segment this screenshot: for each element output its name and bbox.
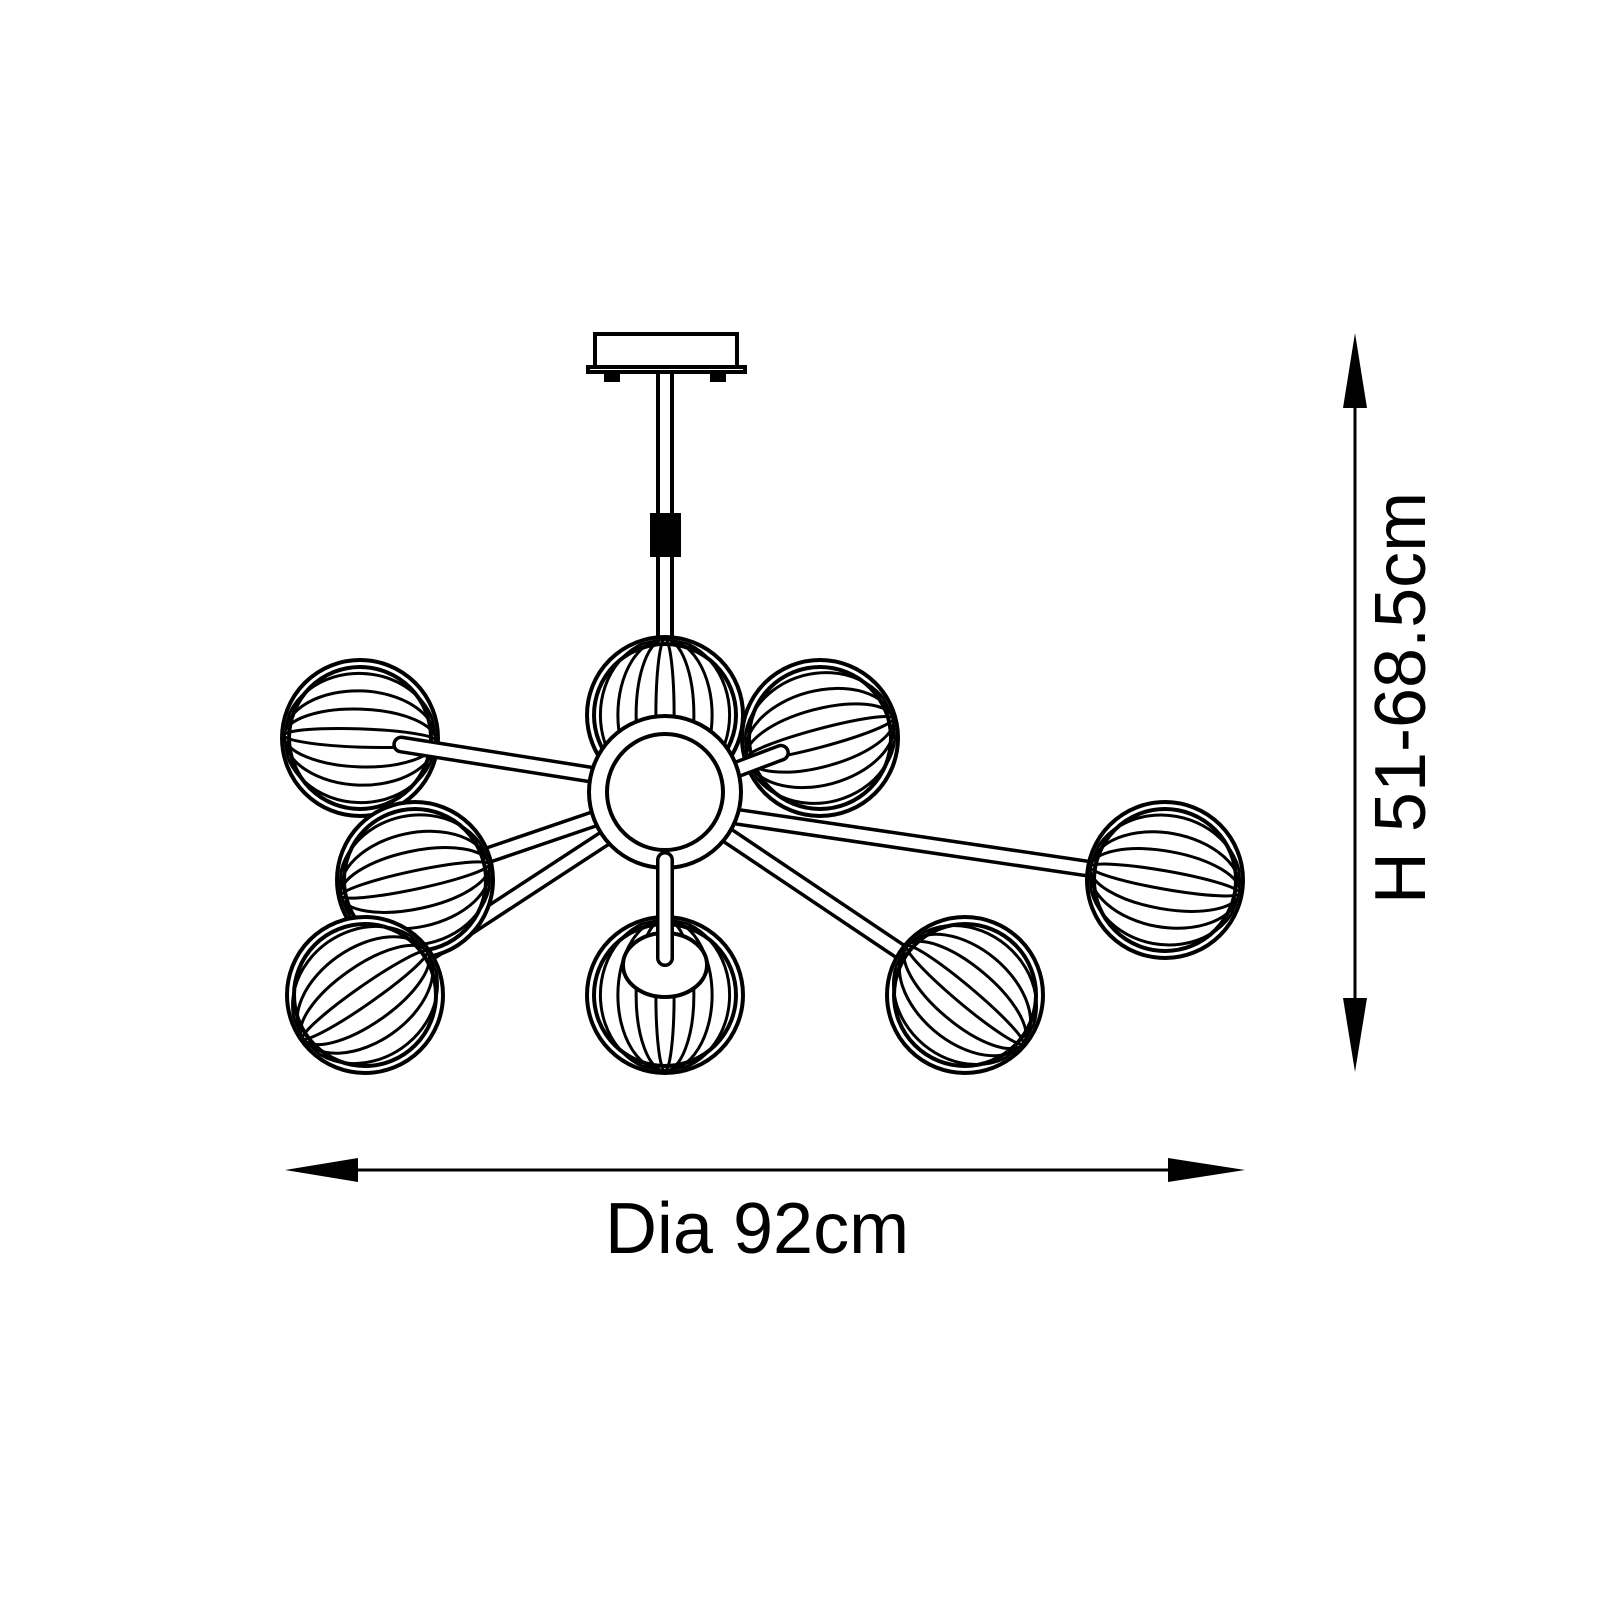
glass-globe [1085,800,1245,960]
central-hub [587,714,743,870]
ceiling-canopy [593,332,739,370]
arrow-left-icon [285,1158,358,1182]
glass-globe [740,658,900,818]
chandelier-drawing [280,332,1245,1075]
rod-connector [650,513,681,557]
arrow-down-icon [1343,998,1367,1072]
glass-globe [885,915,1045,1075]
arrow-right-icon [1168,1158,1245,1182]
height-dimension: H 51-68.5cm [1343,333,1441,1072]
height-label: H 51-68.5cm [1361,492,1441,904]
diameter-dimension: Dia 92cm [285,1158,1245,1269]
light-arm [703,816,940,981]
canopy-screw-right [710,370,726,382]
lower-globe-holder [621,851,709,999]
glass-globe [285,915,445,1075]
canopy-screw-left [604,370,620,382]
diameter-label: Dia 92cm [605,1189,909,1269]
light-arm [716,806,1133,883]
light-arm [392,735,609,785]
arrow-up-icon [1343,333,1367,408]
glass-globe [280,658,440,818]
